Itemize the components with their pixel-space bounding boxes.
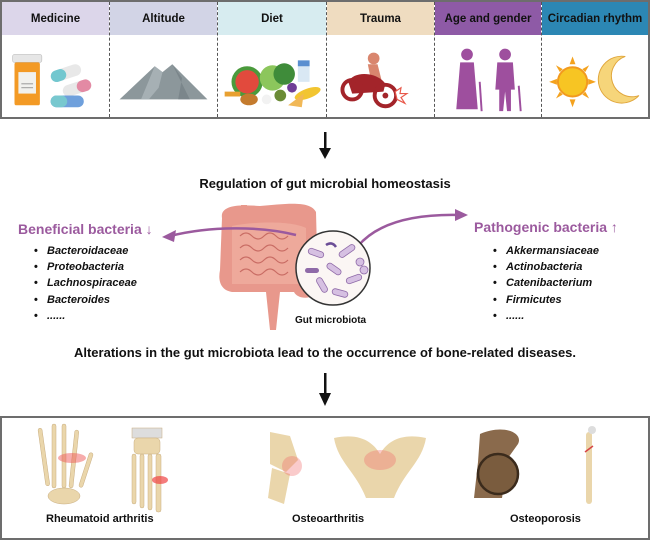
- factor-label: Altitude: [142, 12, 185, 25]
- list-item: Actinobacteria: [493, 259, 599, 275]
- motorcycle-crash-icon: [327, 35, 434, 117]
- disease-label: Rheumatoid arthritis: [46, 513, 154, 525]
- sun-moon-icon: [542, 35, 648, 117]
- microbiota-circle-icon: [295, 230, 371, 306]
- list-item: Catenibacterium: [493, 275, 599, 291]
- femur-bone-icon: [474, 426, 596, 504]
- factor-label: Diet: [261, 12, 283, 25]
- factors-panel: Medicine Altitude Diet: [0, 0, 650, 119]
- hand-foot-bones-icon: [37, 423, 168, 513]
- factor-label: Age and gender: [444, 12, 532, 25]
- list-item: ......: [493, 308, 599, 324]
- knee-pelvis-icon: [268, 432, 426, 504]
- beneficial-list: Bacteroidaceae Proteobacteria Lachnospir…: [34, 243, 137, 324]
- disease-label: Osteoporosis: [510, 513, 581, 525]
- factor-header: Medicine: [2, 2, 109, 35]
- factor-label: Medicine: [30, 12, 81, 25]
- list-item: Bacteroides: [34, 292, 137, 308]
- alterations-title: Alterations in the gut microbiota lead t…: [73, 345, 577, 360]
- factor-header: Altitude: [110, 2, 217, 35]
- food-icon: [218, 35, 326, 117]
- factor-label: Circadian rhythm: [547, 12, 643, 25]
- arrow-to-pathogenic: [357, 213, 461, 247]
- arrow-to-beneficial: [169, 227, 297, 238]
- factor-medicine: Medicine: [2, 2, 110, 117]
- arrow-head-right: [455, 209, 468, 221]
- factor-header: Age and gender: [435, 2, 541, 35]
- factor-label: Trauma: [360, 12, 401, 25]
- arrow-head-left: [162, 230, 176, 242]
- factor-trauma: Trauma: [327, 2, 435, 117]
- factor-age-gender: Age and gender: [435, 2, 542, 117]
- factor-header: Trauma: [327, 2, 434, 35]
- pathogenic-list: Akkermansiaceae Actinobacteria Catenibac…: [493, 243, 599, 324]
- list-item: Lachnospiraceae: [34, 275, 137, 291]
- elderly-people-icon: [435, 35, 541, 117]
- mountain-icon: [110, 35, 217, 117]
- factor-header: Circadian rhythm: [542, 2, 648, 35]
- disease-label: Osteoarthritis: [292, 513, 365, 525]
- gut-microbiota-label: Gut microbiota: [295, 315, 367, 326]
- arrow-down-icon: [318, 132, 332, 160]
- medicine-pills-icon: [2, 35, 109, 117]
- list-item: Akkermansiaceae: [493, 243, 599, 259]
- list-item: Bacteroidaceae: [34, 243, 137, 259]
- arrow-down-icon: [318, 373, 332, 407]
- beneficial-heading: Beneficial bacteria ↓: [18, 221, 153, 237]
- list-item: Firmicutes: [493, 292, 599, 308]
- factor-header: Diet: [218, 2, 326, 35]
- diseases-panel: Rheumatoid arthritis Osteoarthritis Oste…: [0, 416, 650, 540]
- regulation-title: Regulation of gut microbial homeostasis: [199, 176, 451, 191]
- intestine-icon: [219, 203, 318, 330]
- factor-diet: Diet: [218, 2, 327, 117]
- factor-altitude: Altitude: [110, 2, 218, 117]
- pathogenic-heading: Pathogenic bacteria ↑: [474, 219, 618, 235]
- list-item: ......: [34, 308, 137, 324]
- factor-circadian-rhythm: Circadian rhythm: [542, 2, 648, 117]
- list-item: Proteobacteria: [34, 259, 137, 275]
